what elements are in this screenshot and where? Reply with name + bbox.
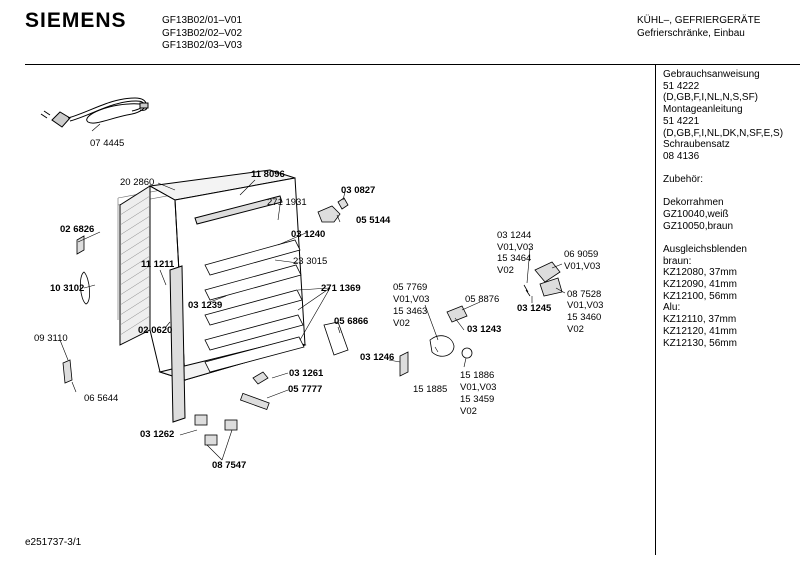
cabinet-drawing bbox=[117, 169, 307, 423]
part-label: 271 1931 bbox=[267, 197, 307, 208]
part-label: V02 bbox=[393, 318, 410, 329]
model-number: GF13B02/02–V02 bbox=[162, 27, 243, 39]
accessories-title: Zubehör: bbox=[663, 174, 704, 186]
part-label: V01,V03 bbox=[567, 300, 603, 311]
doc-line: 08 4136 bbox=[663, 150, 700, 162]
blend-line: KZ12130, 56mm bbox=[663, 337, 737, 349]
part-label: 11 1211 bbox=[141, 259, 175, 270]
part-label: 20 2860 bbox=[120, 177, 154, 188]
part-label: 05 7769 bbox=[393, 282, 427, 293]
small-parts bbox=[62, 197, 563, 446]
brand-logo: SIEMENS bbox=[25, 9, 127, 32]
part-label: 05 6866 bbox=[334, 316, 368, 327]
part-label: 08 7528 bbox=[567, 289, 601, 300]
part-label: 03 1261 bbox=[289, 368, 324, 379]
part-label: 02 0620 bbox=[138, 325, 172, 336]
blend-line: braun: bbox=[663, 255, 692, 267]
part-label: 03 1244 bbox=[497, 230, 531, 241]
document-code: e251737-3/1 bbox=[25, 537, 82, 548]
part-label: 03 1243 bbox=[467, 324, 501, 335]
part-label: 09 3110 bbox=[34, 333, 68, 344]
category-line: KÜHL–, GEFRIERGERÄTE bbox=[637, 15, 761, 26]
part-label: V01,V03 bbox=[497, 242, 533, 253]
part-label: 15 3460 bbox=[567, 312, 601, 323]
part-label: 03 1240 bbox=[291, 229, 325, 240]
doc-line: (D,GB,F,I,NL,DK,N,SF,E,S) bbox=[663, 127, 784, 139]
part-label: 10 3102 bbox=[50, 283, 84, 294]
part-label: 08 7547 bbox=[212, 460, 246, 471]
part-label: 11 8096 bbox=[251, 169, 285, 180]
doc-line: 51 4222 bbox=[663, 80, 700, 92]
blend-line: KZ12120, 41mm bbox=[663, 325, 737, 337]
decor-line: Dekorrahmen bbox=[663, 197, 724, 209]
sidebar-divider bbox=[655, 65, 656, 555]
part-label: 06 5644 bbox=[84, 393, 118, 404]
documents-block: Gebrauchsanweisung 51 4222 (D,GB,F,I,NL,… bbox=[663, 69, 783, 163]
shelves bbox=[204, 239, 305, 373]
blend-line: Alu: bbox=[663, 302, 681, 314]
part-label: 15 1885 bbox=[413, 384, 447, 395]
part-label: 15 3463 bbox=[393, 306, 427, 317]
part-label: 03 1245 bbox=[517, 303, 552, 314]
doc-line: 51 4221 bbox=[663, 115, 700, 127]
doc-line: Schraubensatz bbox=[663, 139, 730, 151]
part-label: 271 1369 bbox=[321, 283, 361, 294]
category-subline: Gefrierschränke, Einbau bbox=[637, 27, 745, 39]
part-labels: 07 4445 20 2860 11 8096 03 0827 271 1931… bbox=[34, 138, 603, 471]
decor-frames-block: Dekorrahmen GZ10040,weiß GZ10050,braun bbox=[663, 197, 783, 232]
part-label: 15 1886 bbox=[460, 370, 494, 381]
header-divider bbox=[25, 64, 800, 65]
part-label: V02 bbox=[567, 324, 584, 335]
part-label: 05 7777 bbox=[288, 384, 322, 395]
part-label: 03 1246 bbox=[360, 352, 394, 363]
doc-line: Gebrauchsanweisung bbox=[663, 69, 760, 80]
blends-block: Ausgleichsblenden braun: KZ12080, 37mm K… bbox=[663, 244, 783, 349]
part-label: V02 bbox=[460, 406, 477, 417]
part-label: V02 bbox=[497, 265, 514, 276]
sidebar-info: Gebrauchsanweisung 51 4222 (D,GB,F,I,NL,… bbox=[663, 69, 783, 349]
model-list: GF13B02/01–V01 GF13B02/02–V02 GF13B02/03… bbox=[162, 15, 242, 53]
blend-line: KZ12100, 56mm bbox=[663, 290, 737, 302]
part-label: 02 6826 bbox=[60, 224, 94, 235]
blend-line: KZ12110, 37mm bbox=[663, 314, 737, 326]
blend-line: KZ12090, 41mm bbox=[663, 279, 737, 291]
part-label: 03 0827 bbox=[341, 185, 375, 196]
part-label: 03 1262 bbox=[140, 429, 174, 440]
part-label: 15 3459 bbox=[460, 394, 494, 405]
model-number: GF13B02/03–V03 bbox=[162, 40, 243, 51]
leader-lines bbox=[59, 123, 566, 461]
part-label: 06 9059 bbox=[564, 249, 598, 260]
blend-line: KZ12080, 37mm bbox=[663, 267, 737, 279]
part-label: 07 4445 bbox=[90, 138, 124, 149]
part-label: V01,V03 bbox=[393, 294, 429, 305]
part-label: 05 8876 bbox=[465, 294, 499, 305]
part-label: 03 1239 bbox=[188, 300, 222, 311]
doc-line: Montageanleitung bbox=[663, 104, 743, 116]
category-heading: KÜHL–, GEFRIERGERÄTE Gefrierschränke, Ei… bbox=[637, 15, 760, 40]
part-label: V01,V03 bbox=[564, 261, 600, 272]
decor-line: GZ10040,weiß bbox=[663, 209, 729, 221]
blend-line: Ausgleichsblenden bbox=[663, 243, 747, 255]
part-label: 23 3015 bbox=[293, 256, 327, 267]
model-number: GF13B02/01–V01 bbox=[162, 15, 243, 26]
doc-line: (D,GB,F,I,NL,N,S,SF) bbox=[663, 92, 759, 104]
part-label: V01,V03 bbox=[460, 382, 496, 393]
power-cord-drawing bbox=[40, 97, 149, 128]
decor-line: GZ10050,braun bbox=[663, 220, 734, 232]
part-label: 05 5144 bbox=[356, 215, 391, 226]
part-label: 15 3464 bbox=[497, 253, 531, 264]
